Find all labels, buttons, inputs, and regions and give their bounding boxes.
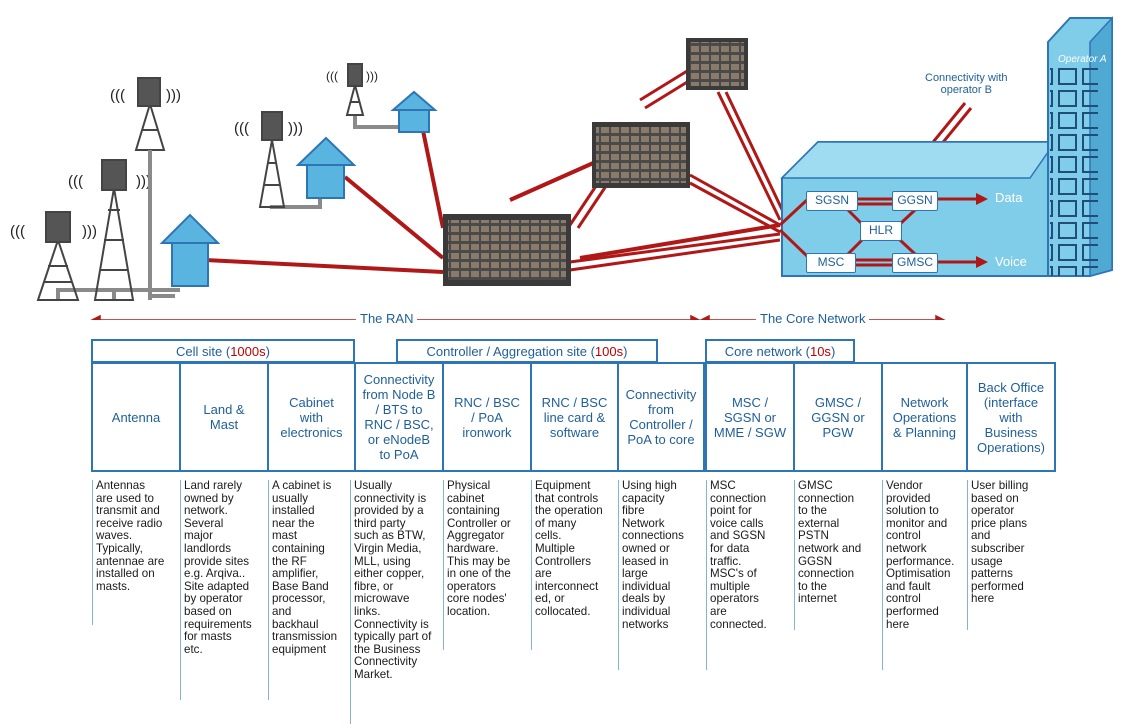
column-header: Connectivity from Node B / BTS to RNC / … <box>354 362 444 472</box>
voice-output-label: Voice <box>995 254 1027 269</box>
sgsn-node: SGSN <box>806 191 858 211</box>
band-arrows <box>90 314 946 320</box>
red-links <box>204 115 781 274</box>
column-description: Usually connectivity is provided by a th… <box>350 479 444 724</box>
data-arrow-icon <box>976 193 988 205</box>
house-icon <box>295 136 357 199</box>
ran-band-label: The RAN <box>356 311 418 326</box>
column-description: MSC connection point for voice calls and… <box>706 479 794 670</box>
column-header: Antenna <box>91 362 181 472</box>
controller-header: Controller / Aggregation site (100s) <box>396 339 658 363</box>
connectivity-label: Connectivity with operator B <box>925 72 1008 96</box>
column-header: Network Operations & Planning <box>881 362 968 472</box>
column-description: Vendor provided solution to monitor and … <box>882 479 967 670</box>
mast-icon: ((( ))) <box>10 211 97 301</box>
svg-text:))): ))) <box>136 173 151 190</box>
column-description: Antennas are used to transmit and receiv… <box>92 479 180 625</box>
msc-node: MSC <box>806 253 856 273</box>
mast-icon: ((( ))) <box>326 63 378 116</box>
hlr-node: HLR <box>860 221 902 241</box>
column-header: Connectivity from Controller / PoA to co… <box>617 362 705 472</box>
column-description: Land rarely owned by network. Several ma… <box>180 479 268 700</box>
svg-text:))): ))) <box>288 120 303 137</box>
data-output-label: Data <box>995 190 1023 205</box>
mast-icon: ((( ))) <box>234 111 303 208</box>
operator-label: Operator A <box>1058 54 1107 65</box>
column-header: MSC / SGSN or MME / SGW <box>705 362 795 472</box>
router-mid <box>592 122 690 188</box>
column-header: Cabinet with electronics <box>267 362 356 472</box>
router-small <box>686 38 748 90</box>
house-icon <box>159 213 221 287</box>
core-band-label: The Core Network <box>756 311 870 326</box>
svg-text:))): ))) <box>82 223 97 240</box>
column-header: RNC / BSC / PoA ironwork <box>442 362 532 472</box>
router-large <box>443 214 571 286</box>
column-header: Land & Mast <box>179 362 269 472</box>
svg-text:))): ))) <box>366 69 378 83</box>
mast-icon: ((( ))) <box>110 77 181 296</box>
network-illustration: ((( ))) ((( ))) ((( ))) ((( ))) ((( ))) <box>10 16 1113 320</box>
column-description: User billing based on operator price pla… <box>967 479 1055 630</box>
column-header: GMSC / GGSN or PGW <box>793 362 883 472</box>
svg-text:(((: ((( <box>234 120 249 137</box>
column-description: A cabinet is usually installed near the … <box>268 479 355 700</box>
column-description: Using high capacity fibre Network connec… <box>618 479 705 670</box>
svg-text:))): ))) <box>166 87 181 104</box>
svg-text:(((: ((( <box>326 69 338 83</box>
core-header: Core network (10s) <box>705 339 855 363</box>
house-icon <box>390 90 438 133</box>
column-header: RNC / BSC line card & software <box>530 362 619 472</box>
svg-text:(((: ((( <box>68 173 83 190</box>
column-header: Back Office (interface with Business Ope… <box>966 362 1056 472</box>
column-description: Physical cabinet containing Controller o… <box>443 479 531 650</box>
svg-text:(((: ((( <box>10 223 25 240</box>
gmsc-node: GMSC <box>892 253 938 273</box>
column-description: Equipment that controls the operation of… <box>531 479 618 650</box>
core-links <box>778 197 976 267</box>
mast-icon: ((( ))) <box>68 159 151 301</box>
svg-text:(((: ((( <box>110 87 125 104</box>
voice-arrow-icon <box>976 256 988 268</box>
column-description: GMSC connection to the external PSTN net… <box>794 479 882 630</box>
cell-site-header: Cell site (1000s) <box>91 339 355 363</box>
ggsn-node: GGSN <box>892 191 938 211</box>
